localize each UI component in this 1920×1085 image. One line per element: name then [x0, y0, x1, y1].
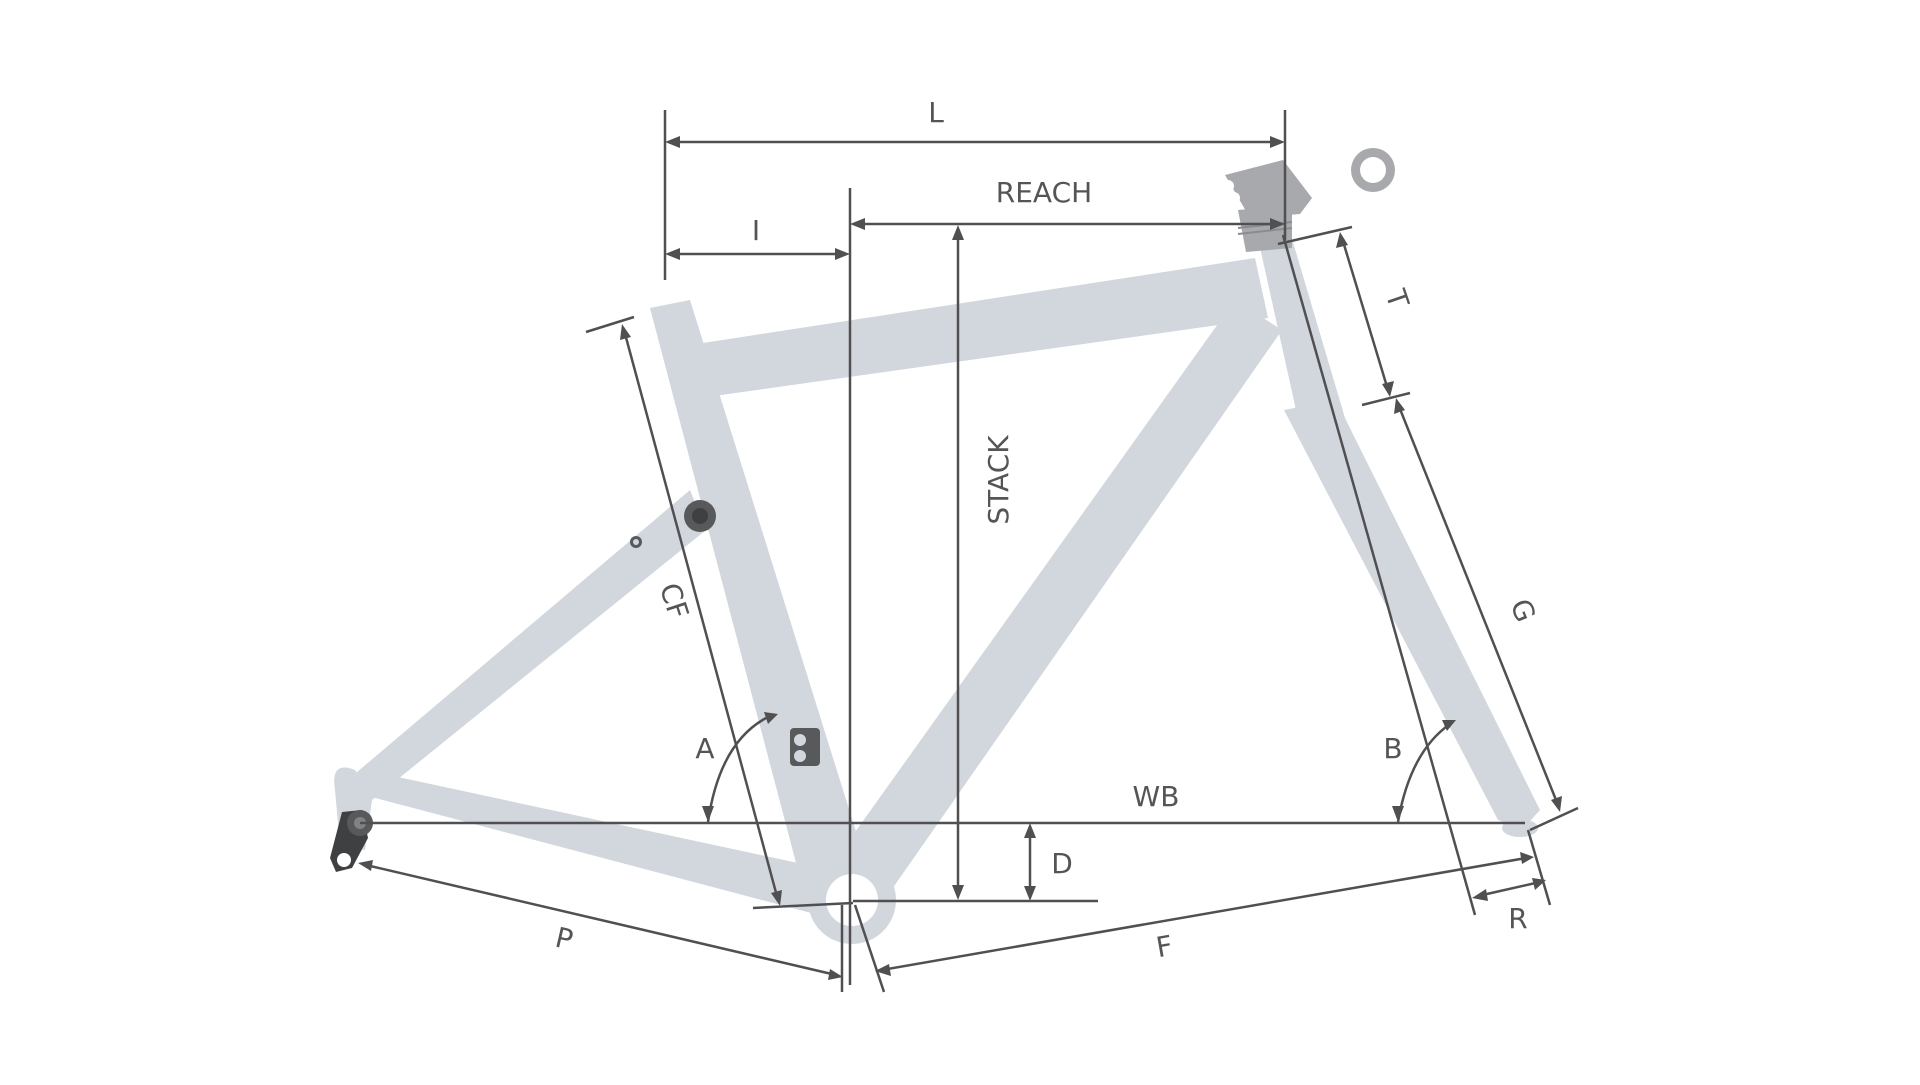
f-extension	[853, 904, 886, 993]
label-a: A	[695, 732, 714, 765]
label-b: B	[1383, 732, 1402, 765]
t-tick-top	[1277, 225, 1353, 246]
handlebar-clamp-icon	[1360, 157, 1386, 183]
bottom-bracket-hole	[826, 874, 878, 926]
seat-stay	[350, 490, 706, 800]
label-stack: STACK	[982, 435, 1015, 525]
down-tube	[828, 300, 1282, 892]
label-cf: CF	[653, 579, 695, 623]
label-p: P	[552, 921, 576, 957]
f-dimension-line	[881, 856, 1527, 972]
steering-axis-line	[1281, 234, 1477, 916]
g-tick-bottom	[1529, 806, 1579, 832]
label-wb: WB	[1133, 780, 1180, 813]
cf-tick-top	[585, 315, 635, 334]
dimension-lines	[358, 110, 1579, 993]
label-reach: REACH	[996, 176, 1092, 209]
label-d: D	[1051, 847, 1073, 880]
r-dimension-line	[1477, 880, 1541, 898]
cf-dimension-line	[622, 329, 780, 901]
r-extension	[1526, 829, 1552, 906]
stem	[1222, 148, 1395, 252]
cf-tick-bottom	[752, 901, 854, 910]
p-dimension-line	[365, 863, 837, 977]
t-tick-bottom	[1361, 391, 1411, 407]
g-dimension-line	[1396, 403, 1560, 806]
chain-stay	[345, 770, 840, 918]
bike-frame	[334, 225, 1540, 944]
label-l: L	[928, 96, 944, 129]
fork	[1284, 400, 1540, 830]
dimension-labels: L REACH I STACK T G CF A B WB D P F R	[552, 96, 1542, 964]
label-f: F	[1154, 929, 1176, 964]
top-tube	[690, 258, 1268, 398]
label-t: T	[1378, 285, 1415, 314]
t-dimension-line	[1340, 237, 1390, 391]
cable-port-icon	[790, 728, 820, 766]
label-r: R	[1508, 902, 1527, 935]
label-g: G	[1503, 594, 1542, 626]
label-i: I	[752, 214, 760, 247]
a-angle-arc	[706, 714, 771, 823]
